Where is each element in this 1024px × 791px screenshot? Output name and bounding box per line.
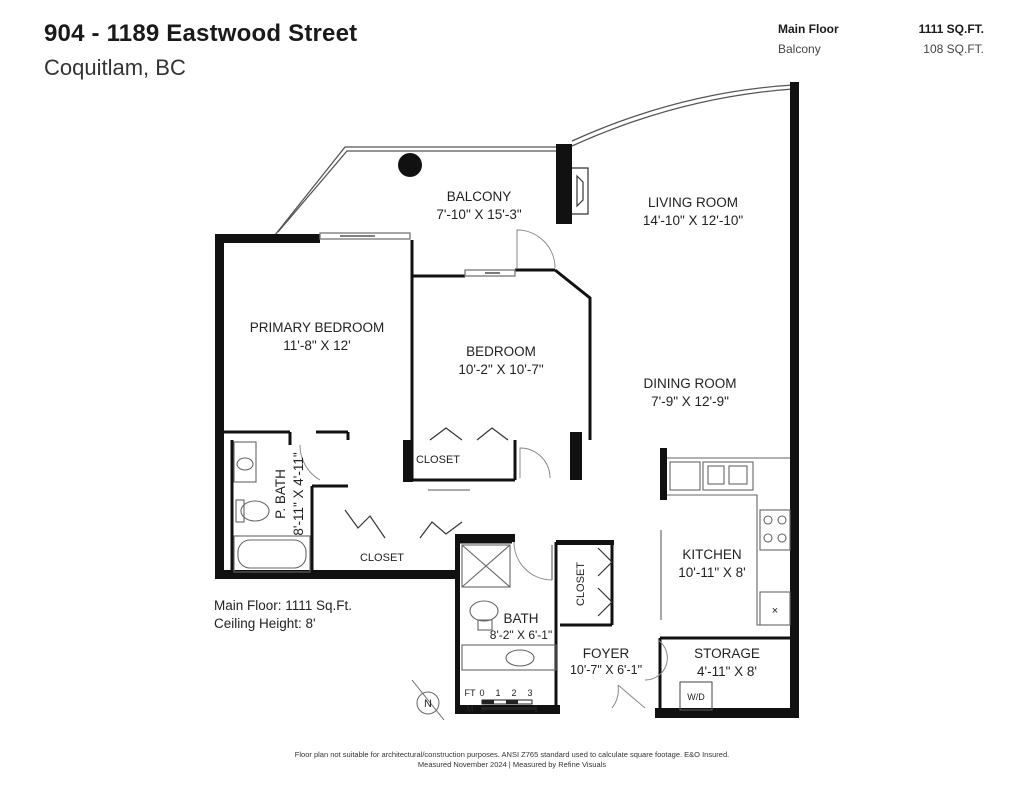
room-size-living: 14'-10" X 12'-10" [643,213,744,228]
property-city: Coquitlam, BC [44,55,186,80]
door-swings [299,229,668,709]
scale-m-tick: 0 [480,704,485,714]
dishwasher-icon: × [772,605,778,617]
compass-icon [411,679,445,721]
area-value: 1111 SQ.FT. [918,22,984,36]
room-name-dining: DINING ROOM [644,376,737,391]
room-name-closet-bedroom: CLOSET [416,454,460,466]
room-size-bath: 8'-2" X 6'-1" [490,628,552,642]
room-name-primary-bath: P. BATH [273,469,288,519]
room-size-kitchen: 10'-11" X 8' [678,565,746,580]
balcony-outline [274,84,794,236]
area-summary: Main Floor 1111 SQ.FT. Balcony 108 SQ.FT… [778,22,984,62]
bifold-doors [344,427,613,617]
scale-ft-tick: 0 [479,688,484,698]
sliding-doors [319,232,662,620]
note-main-floor: Main Floor: 1111 Sq.Ft. [214,598,353,613]
room-size-bedroom: 10'-2" X 10'-7" [458,362,543,377]
scale-ft-tick: 2 [511,688,516,698]
washer-dryer-box [679,681,713,711]
room-size-foyer: 10'-7" X 6'-1" [570,663,642,677]
room-name-bedroom: BEDROOM [466,344,536,359]
area-label: Balcony [778,42,821,56]
scale-ft-label: FT [465,688,476,698]
room-name-foyer: FOYER [583,646,630,661]
room-size-dining: 7'-9" X 12'-9" [651,394,729,409]
note-ceiling-height: Ceiling Height: 8' [214,616,316,631]
room-size-primary-bedroom: 11'-8" X 12' [283,338,351,353]
area-row-balcony: Balcony 108 SQ.FT. [778,42,984,62]
primary-bath-fixtures [233,441,311,573]
bath-fixtures [461,544,557,671]
compass-label: N [424,698,432,710]
area-row-main-floor: Main Floor 1111 SQ.FT. [778,22,984,42]
scale-ft-tick: 1 [495,688,500,698]
room-name-bath: BATH [503,611,538,626]
room-name-kitchen: KITCHEN [682,547,741,562]
scale-m-label: M [466,704,474,714]
fireplace-icon [572,167,589,215]
washer-dryer-label: W/D [687,692,705,702]
scale-ft-tick: 3 [527,688,532,698]
room-name-living: LIVING ROOM [648,195,738,210]
disclaimer-line-2: Measured November 2024 | Measured by Ref… [417,760,607,769]
room-name-closet-primary: CLOSET [360,552,404,564]
column-icon [398,153,422,177]
room-size-primary-bath: 8'-11" X 4'-11" [291,452,306,535]
room-name-primary-bedroom: PRIMARY BEDROOM [250,320,385,335]
area-label: Main Floor [778,22,839,36]
floor-notes: Main Floor: 1111 Sq.Ft. Ceiling Height: … [214,597,352,633]
interior-walls [224,240,790,710]
kitchen-counter [667,457,791,626]
room-name-balcony: BALCONY [447,189,512,204]
wall-blocks [403,432,667,545]
scale-bar [481,699,537,710]
room-size-storage: 4'-11" X 8' [697,664,757,679]
room-size-balcony: 7'-10" X 15'-3" [436,207,521,222]
room-name-closet-foyer: CLOSET [575,562,587,606]
property-address: 904 - 1189 Eastwood Street [44,20,358,47]
disclaimer-line-1: Floor plan not suitable for architectura… [294,750,730,759]
room-name-storage: STORAGE [694,646,760,661]
scale-m-tick: 1 [533,704,538,714]
area-value: 108 SQ.FT. [923,42,984,56]
